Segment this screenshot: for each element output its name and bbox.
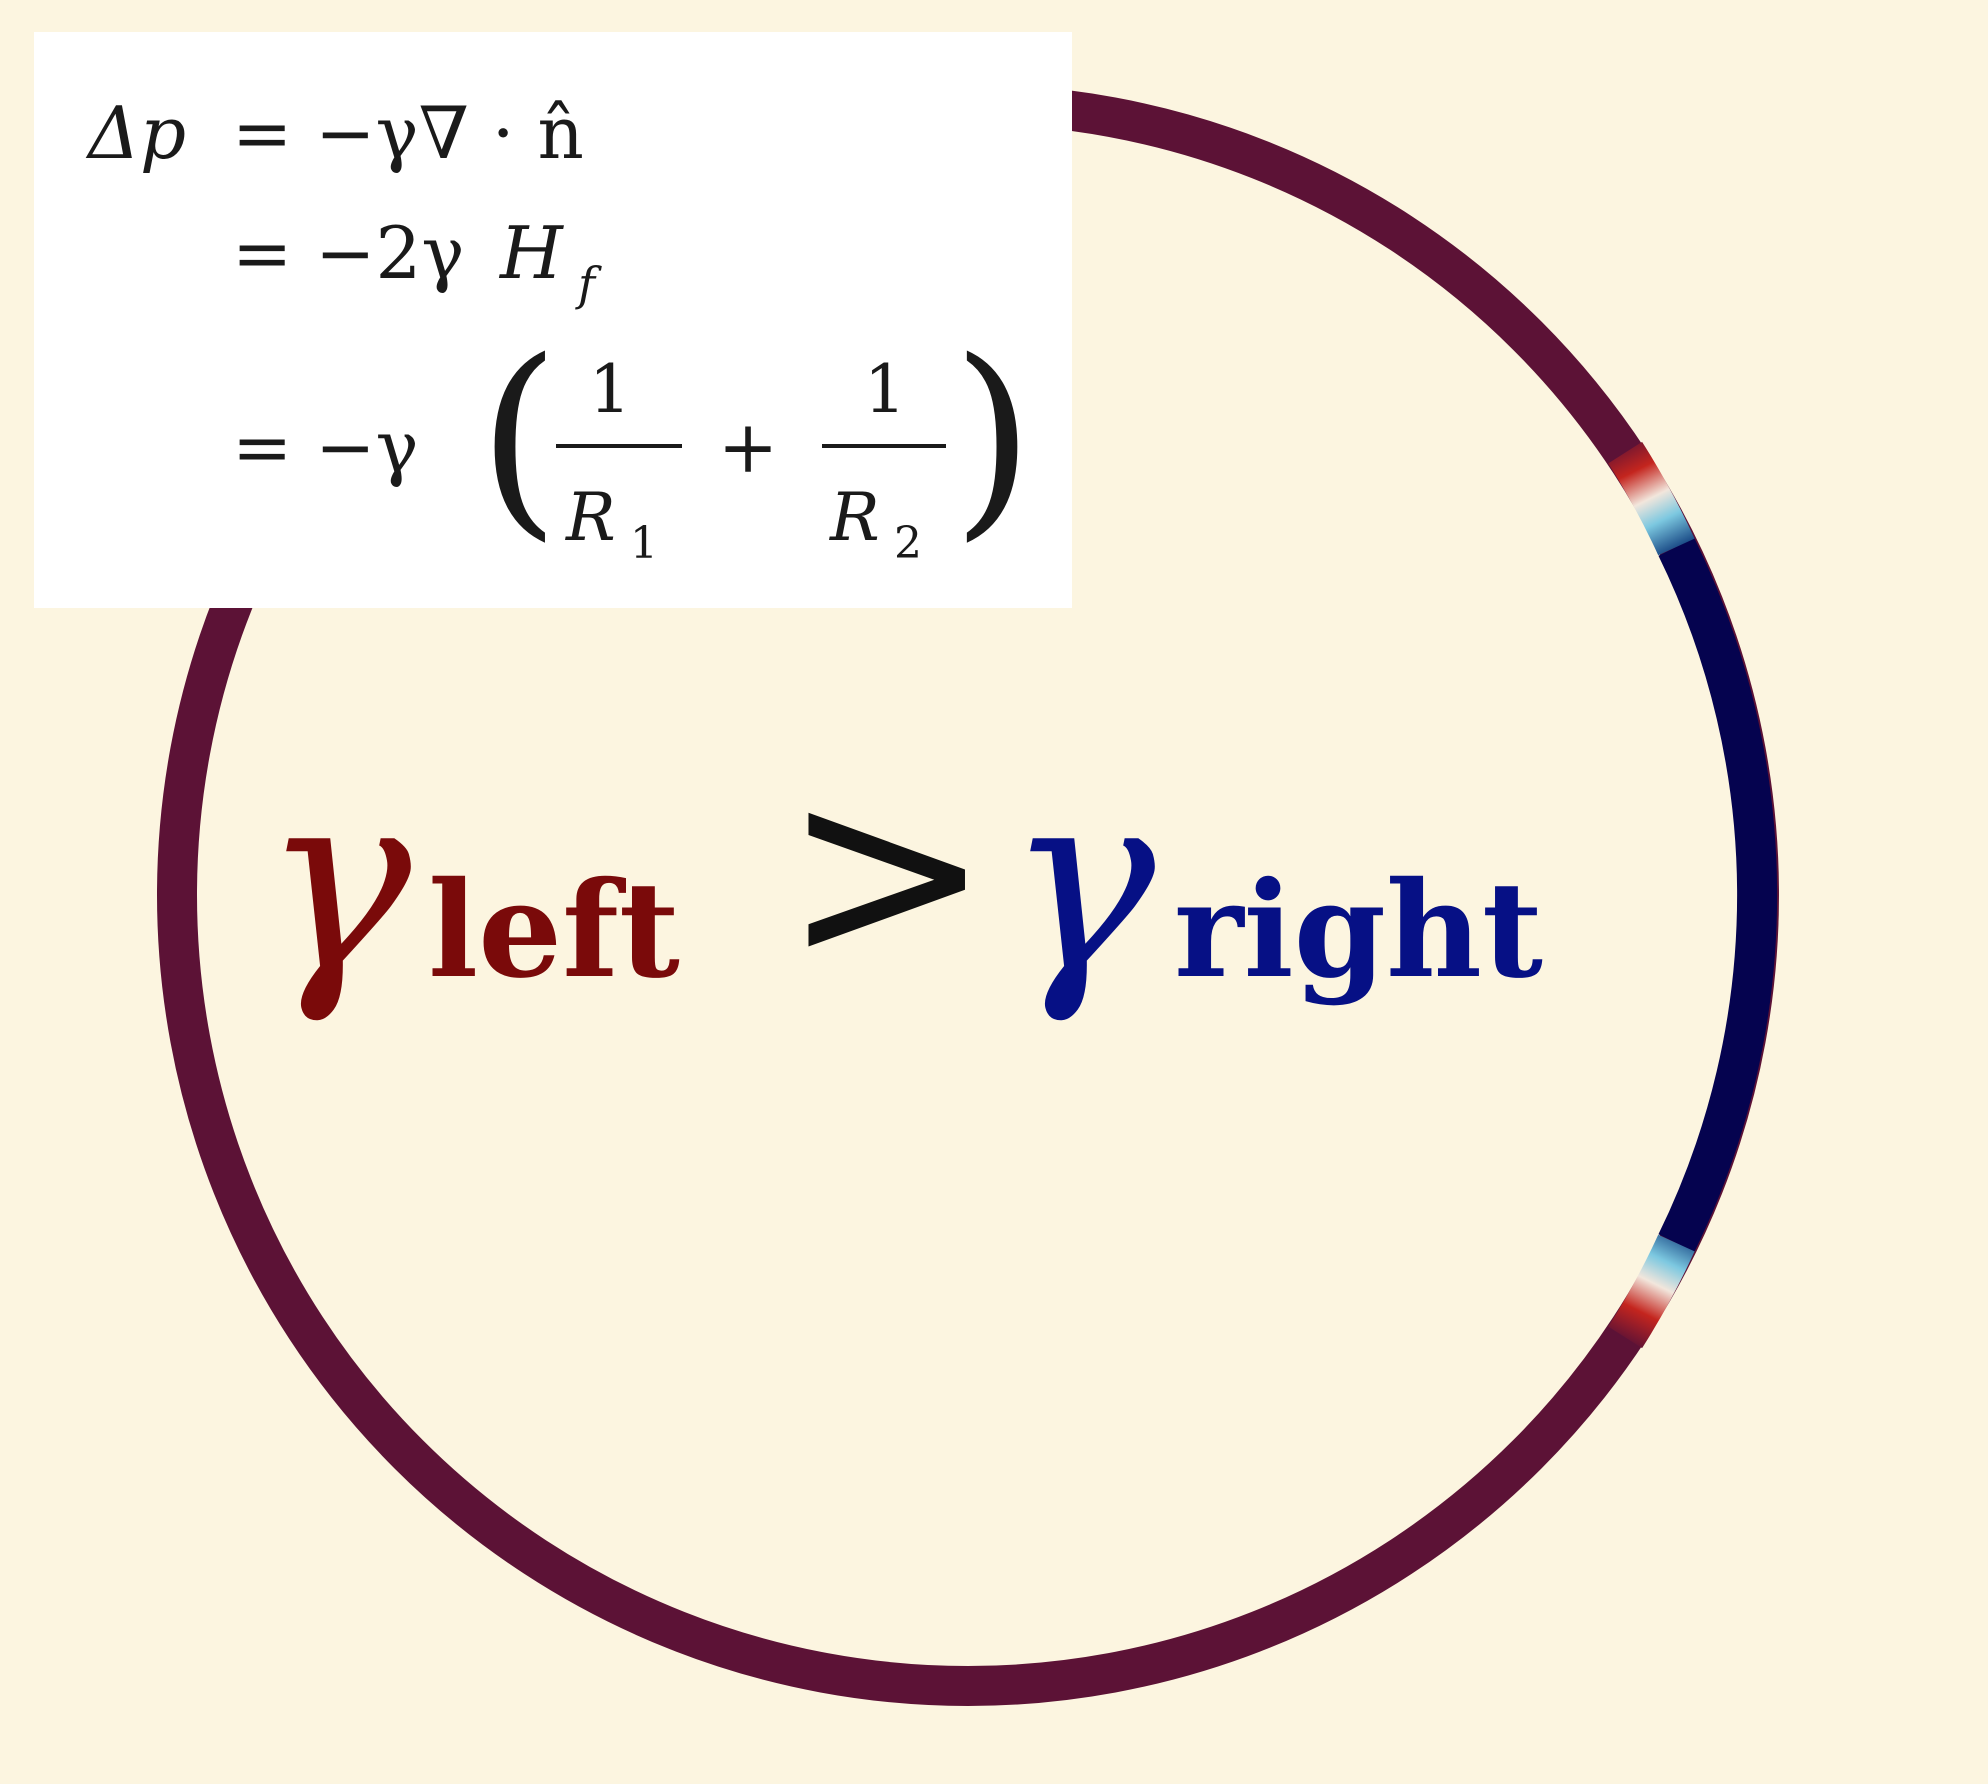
formula-frac2-numerator: 1 — [864, 351, 906, 428]
formula-frac1-denominator: R — [565, 479, 616, 556]
gamma-left-symbol: γ — [262, 736, 412, 1027]
gamma-left-subscript: left — [428, 853, 680, 1008]
formula-line1-rhs: = −γ∇ · n̂ — [232, 91, 584, 175]
gamma-right-subscript: right — [1174, 853, 1543, 1008]
formula-paren-close: ) — [952, 315, 1034, 560]
formula-box: Δp = −γ∇ · n̂ = −2γ H f = −γ ( 1 R 1 + 1… — [34, 32, 1072, 608]
comparator-symbol: > — [782, 726, 991, 1017]
formula-frac2-den-subscript: 2 — [894, 518, 922, 569]
gamma-right-symbol: γ — [1006, 736, 1156, 1027]
formula-paren-open: ( — [478, 315, 560, 560]
ring-transition-bottom — [1608, 1234, 1695, 1349]
formula-line3-prefix: = −γ — [232, 405, 419, 489]
ring-right-arc — [1658, 538, 1778, 1252]
formula-line2-h: H — [498, 211, 564, 295]
formula-background — [34, 32, 1072, 608]
formula-plus: + — [718, 405, 778, 489]
ring-transition-top — [1608, 441, 1695, 556]
formula-line2-rhs: = −2γ — [232, 211, 464, 295]
formula-frac1-den-subscript: 1 — [630, 518, 658, 569]
formula-frac1-numerator: 1 — [589, 351, 631, 428]
formula-line1-lhs: Δp — [85, 91, 186, 175]
formula-frac2-denominator: R — [829, 479, 880, 556]
gamma-inequality: γ left > γ right — [262, 726, 1543, 1027]
